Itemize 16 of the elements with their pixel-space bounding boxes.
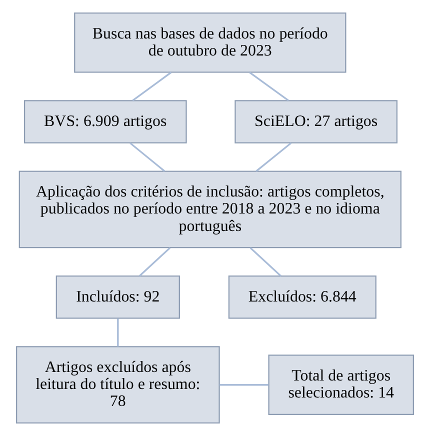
node-box: BVS: 6.909 artigos <box>23 100 186 144</box>
connector <box>129 142 165 172</box>
node-box: Busca nas bases de dados no período de outubro de 2023 <box>74 12 346 73</box>
node-box: Total de artigos selecionados: 14 <box>268 354 414 416</box>
node-box: Aplicação dos critérios de inclusão: artigos completos, publicados no período entre 2018 a 2023 e no idioma português <box>18 170 401 248</box>
connector <box>116 318 118 347</box>
connector <box>248 72 288 102</box>
node-box: SciELO: 27 artigos <box>234 100 397 144</box>
node-box: Artigos excluídos após leitura do título e resumo: 78 <box>15 346 220 424</box>
connector <box>249 247 281 277</box>
connector <box>255 142 292 172</box>
connector <box>219 384 268 386</box>
node-box: Excluídos: 6.844 <box>228 276 376 319</box>
node-box: Incluídos: 92 <box>55 276 180 319</box>
connector <box>138 247 170 277</box>
connector <box>132 72 172 102</box>
